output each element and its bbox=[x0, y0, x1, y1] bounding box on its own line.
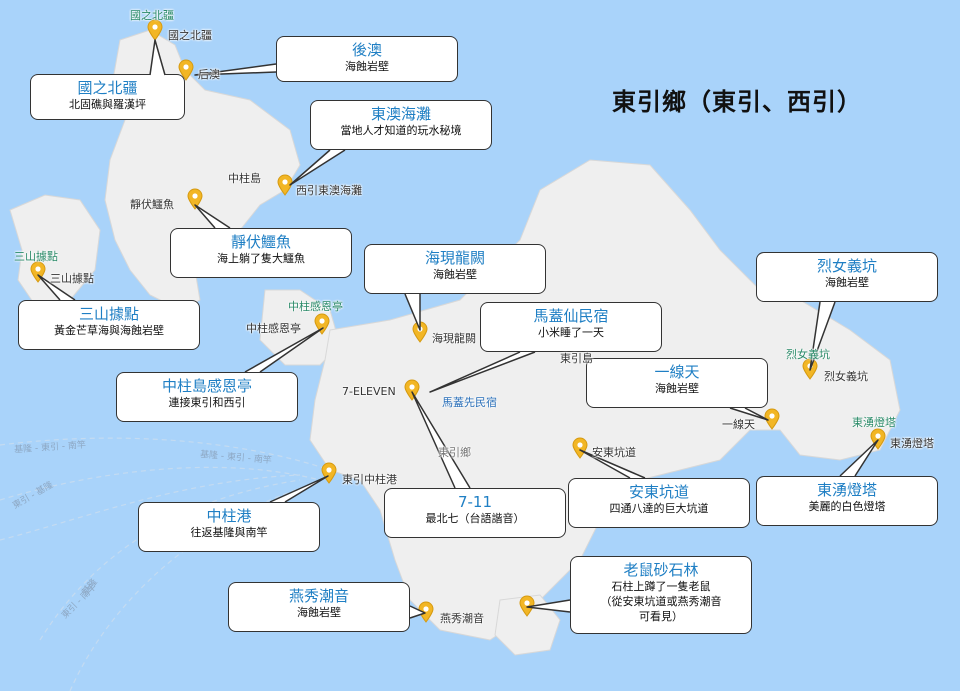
map-label: 安東坑道 bbox=[592, 446, 636, 459]
map-label: 中柱感恩亭 bbox=[288, 300, 343, 313]
callout-yanxiu: 燕秀潮音 海蝕岩壁 bbox=[228, 582, 410, 632]
map-label: 西引東澳海灘 bbox=[296, 184, 362, 197]
map-label: 燕秀潮音 bbox=[440, 612, 484, 625]
callout-subtitle: 往返基隆與南竿 bbox=[190, 526, 268, 539]
callout-title: 國之北疆 bbox=[77, 79, 138, 97]
map-label: 國之北疆 bbox=[168, 29, 212, 42]
callout-subtitle: 美麗的白色燈塔 bbox=[808, 500, 886, 513]
callout-subtitle: 當地人才知道的玩水秘境 bbox=[340, 124, 462, 137]
xiyin-west bbox=[9, 194, 101, 306]
location-pin-icon[interactable] bbox=[187, 188, 203, 210]
location-pin-icon[interactable] bbox=[30, 261, 46, 283]
callout-title: 後澳 bbox=[351, 41, 382, 59]
ferry-route-line bbox=[0, 466, 321, 501]
callout-title: 烈女義坑 bbox=[816, 257, 877, 275]
map-label: 東引鄉 bbox=[438, 446, 471, 459]
map-label: 后澳 bbox=[198, 68, 220, 81]
location-pin-icon[interactable] bbox=[870, 428, 886, 450]
callout-title: 馬蓋仙民宿 bbox=[533, 307, 609, 325]
callout-subtitle: 海蝕岩壁 bbox=[345, 60, 389, 73]
callout-lienu: 烈女義坑 海蝕岩壁 bbox=[756, 252, 938, 302]
callout-subtitle: 海蝕岩壁 bbox=[433, 268, 477, 281]
map-label: 一線天 bbox=[722, 418, 755, 431]
callout-subtitle: 小米睡了一天 bbox=[538, 326, 604, 339]
map-label: 中柱島 bbox=[228, 172, 261, 185]
callout-sanshan: 三山據點 黃金芒草海與海蝕岩壁 bbox=[18, 300, 200, 350]
callout-title: 一線天 bbox=[654, 363, 700, 381]
callout-laoshusha: 老鼠砂石林 石柱上蹲了一隻老鼠 （從安東坑道或燕秀潮音 可看見） bbox=[570, 556, 752, 634]
map-label: 三山據點 bbox=[14, 250, 58, 263]
callout-zhongzhu-pavilion: 中柱島感恩亭 連接東引和西引 bbox=[116, 372, 298, 422]
map-label: 烈女義坑 bbox=[786, 348, 830, 361]
map-label: 靜伏鱷魚 bbox=[130, 198, 174, 211]
callout-title: 東湧燈塔 bbox=[816, 481, 877, 499]
callout-title: 安東坑道 bbox=[628, 483, 689, 501]
callout-subtitle: 黃金芒草海與海蝕岩壁 bbox=[54, 324, 164, 337]
callout-dongao-beach: 東澳海灘 當地人才知道的玩水秘境 bbox=[310, 100, 492, 150]
callout-subtitle: 可看見） bbox=[639, 610, 683, 623]
callout-subtitle: 海蝕岩壁 bbox=[655, 382, 699, 395]
callout-title: 燕秀潮音 bbox=[288, 587, 349, 605]
callout-seven-eleven: 7-11 最北七（台語諧音） bbox=[384, 488, 566, 538]
map-label: 東湧燈塔 bbox=[852, 416, 896, 429]
map-label: 烈女義坑 bbox=[824, 370, 868, 383]
callout-houao: 後澳 海蝕岩壁 bbox=[276, 36, 458, 82]
callout-zhongzhu-port: 中柱港 往返基隆與南竿 bbox=[138, 502, 320, 552]
map-pins bbox=[30, 19, 886, 623]
callout-title: 中柱港 bbox=[206, 507, 252, 525]
location-pin-icon[interactable] bbox=[147, 19, 163, 41]
callout-subtitle: （從安東坑道或燕秀潮音 bbox=[600, 595, 722, 608]
location-pin-icon[interactable] bbox=[404, 379, 420, 401]
map-label: 中柱感恩亭 bbox=[246, 322, 301, 335]
callout-subtitle: 海蝕岩壁 bbox=[825, 276, 869, 289]
callout-subtitle: 海蝕岩壁 bbox=[297, 606, 341, 619]
ferry-route-line bbox=[0, 474, 301, 541]
callout-title: 東澳海灘 bbox=[370, 105, 431, 123]
map-label: 東引島 bbox=[560, 352, 593, 365]
map-label: 馬蓋先民宿 bbox=[442, 396, 497, 409]
callout-hai-xian-long: 海現龍闕 海蝕岩壁 bbox=[364, 244, 546, 294]
callout-subtitle: 北固礁與羅漢坪 bbox=[69, 98, 146, 111]
callout-subtitle: 石柱上蹲了一隻老鼠 bbox=[611, 580, 711, 593]
map-label: 東引中柱港 bbox=[342, 473, 397, 486]
callout-title: 中柱島感恩亭 bbox=[161, 377, 252, 395]
map-label: 海現龍闕 bbox=[432, 332, 476, 345]
map-label: 東湧燈塔 bbox=[890, 437, 934, 450]
location-pin-icon[interactable] bbox=[572, 437, 588, 459]
callout-title: 海現龍闕 bbox=[424, 249, 485, 267]
ferry-routes bbox=[0, 437, 331, 691]
callout-subtitle: 四通八達的巨大坑道 bbox=[609, 502, 709, 515]
callout-title: 靜伏鱷魚 bbox=[230, 233, 291, 251]
map-title: 東引鄉（東引、西引） bbox=[612, 88, 862, 116]
location-pin-icon[interactable] bbox=[178, 59, 194, 81]
callout-title: 老鼠砂石林 bbox=[623, 561, 699, 579]
callout-subtitle: 最北七（台語諧音） bbox=[425, 512, 525, 525]
map-label: 國之北疆 bbox=[130, 9, 174, 22]
callout-yixiantian: 一線天 海蝕岩壁 bbox=[586, 358, 768, 408]
callout-subtitle: 連接東引和西引 bbox=[168, 396, 246, 409]
ferry-route-line bbox=[0, 437, 331, 471]
map-label: 三山據點 bbox=[50, 272, 94, 285]
callout-subtitle: 海上躺了隻大鱷魚 bbox=[217, 252, 305, 265]
callout-crocodile: 靜伏鱷魚 海上躺了隻大鱷魚 bbox=[170, 228, 352, 278]
callout-title: 三山據點 bbox=[78, 305, 139, 323]
callout-dongyong-lighthouse: 東湧燈塔 美麗的白色燈塔 bbox=[756, 476, 938, 526]
callout-title: 7-11 bbox=[457, 493, 493, 511]
location-pin-icon[interactable] bbox=[321, 462, 337, 484]
callout-andong-tunnel: 安東坑道 四通八達的巨大坑道 bbox=[568, 478, 750, 528]
ferry-route-line bbox=[69, 484, 311, 691]
callout-beijiang: 國之北疆 北固礁與羅漢坪 bbox=[30, 74, 185, 120]
callout-macgyver-bnb: 馬蓋仙民宿 小米睡了一天 bbox=[480, 302, 662, 352]
map-label: 7-ELEVEN bbox=[342, 385, 396, 398]
location-pin-icon[interactable] bbox=[314, 313, 330, 335]
